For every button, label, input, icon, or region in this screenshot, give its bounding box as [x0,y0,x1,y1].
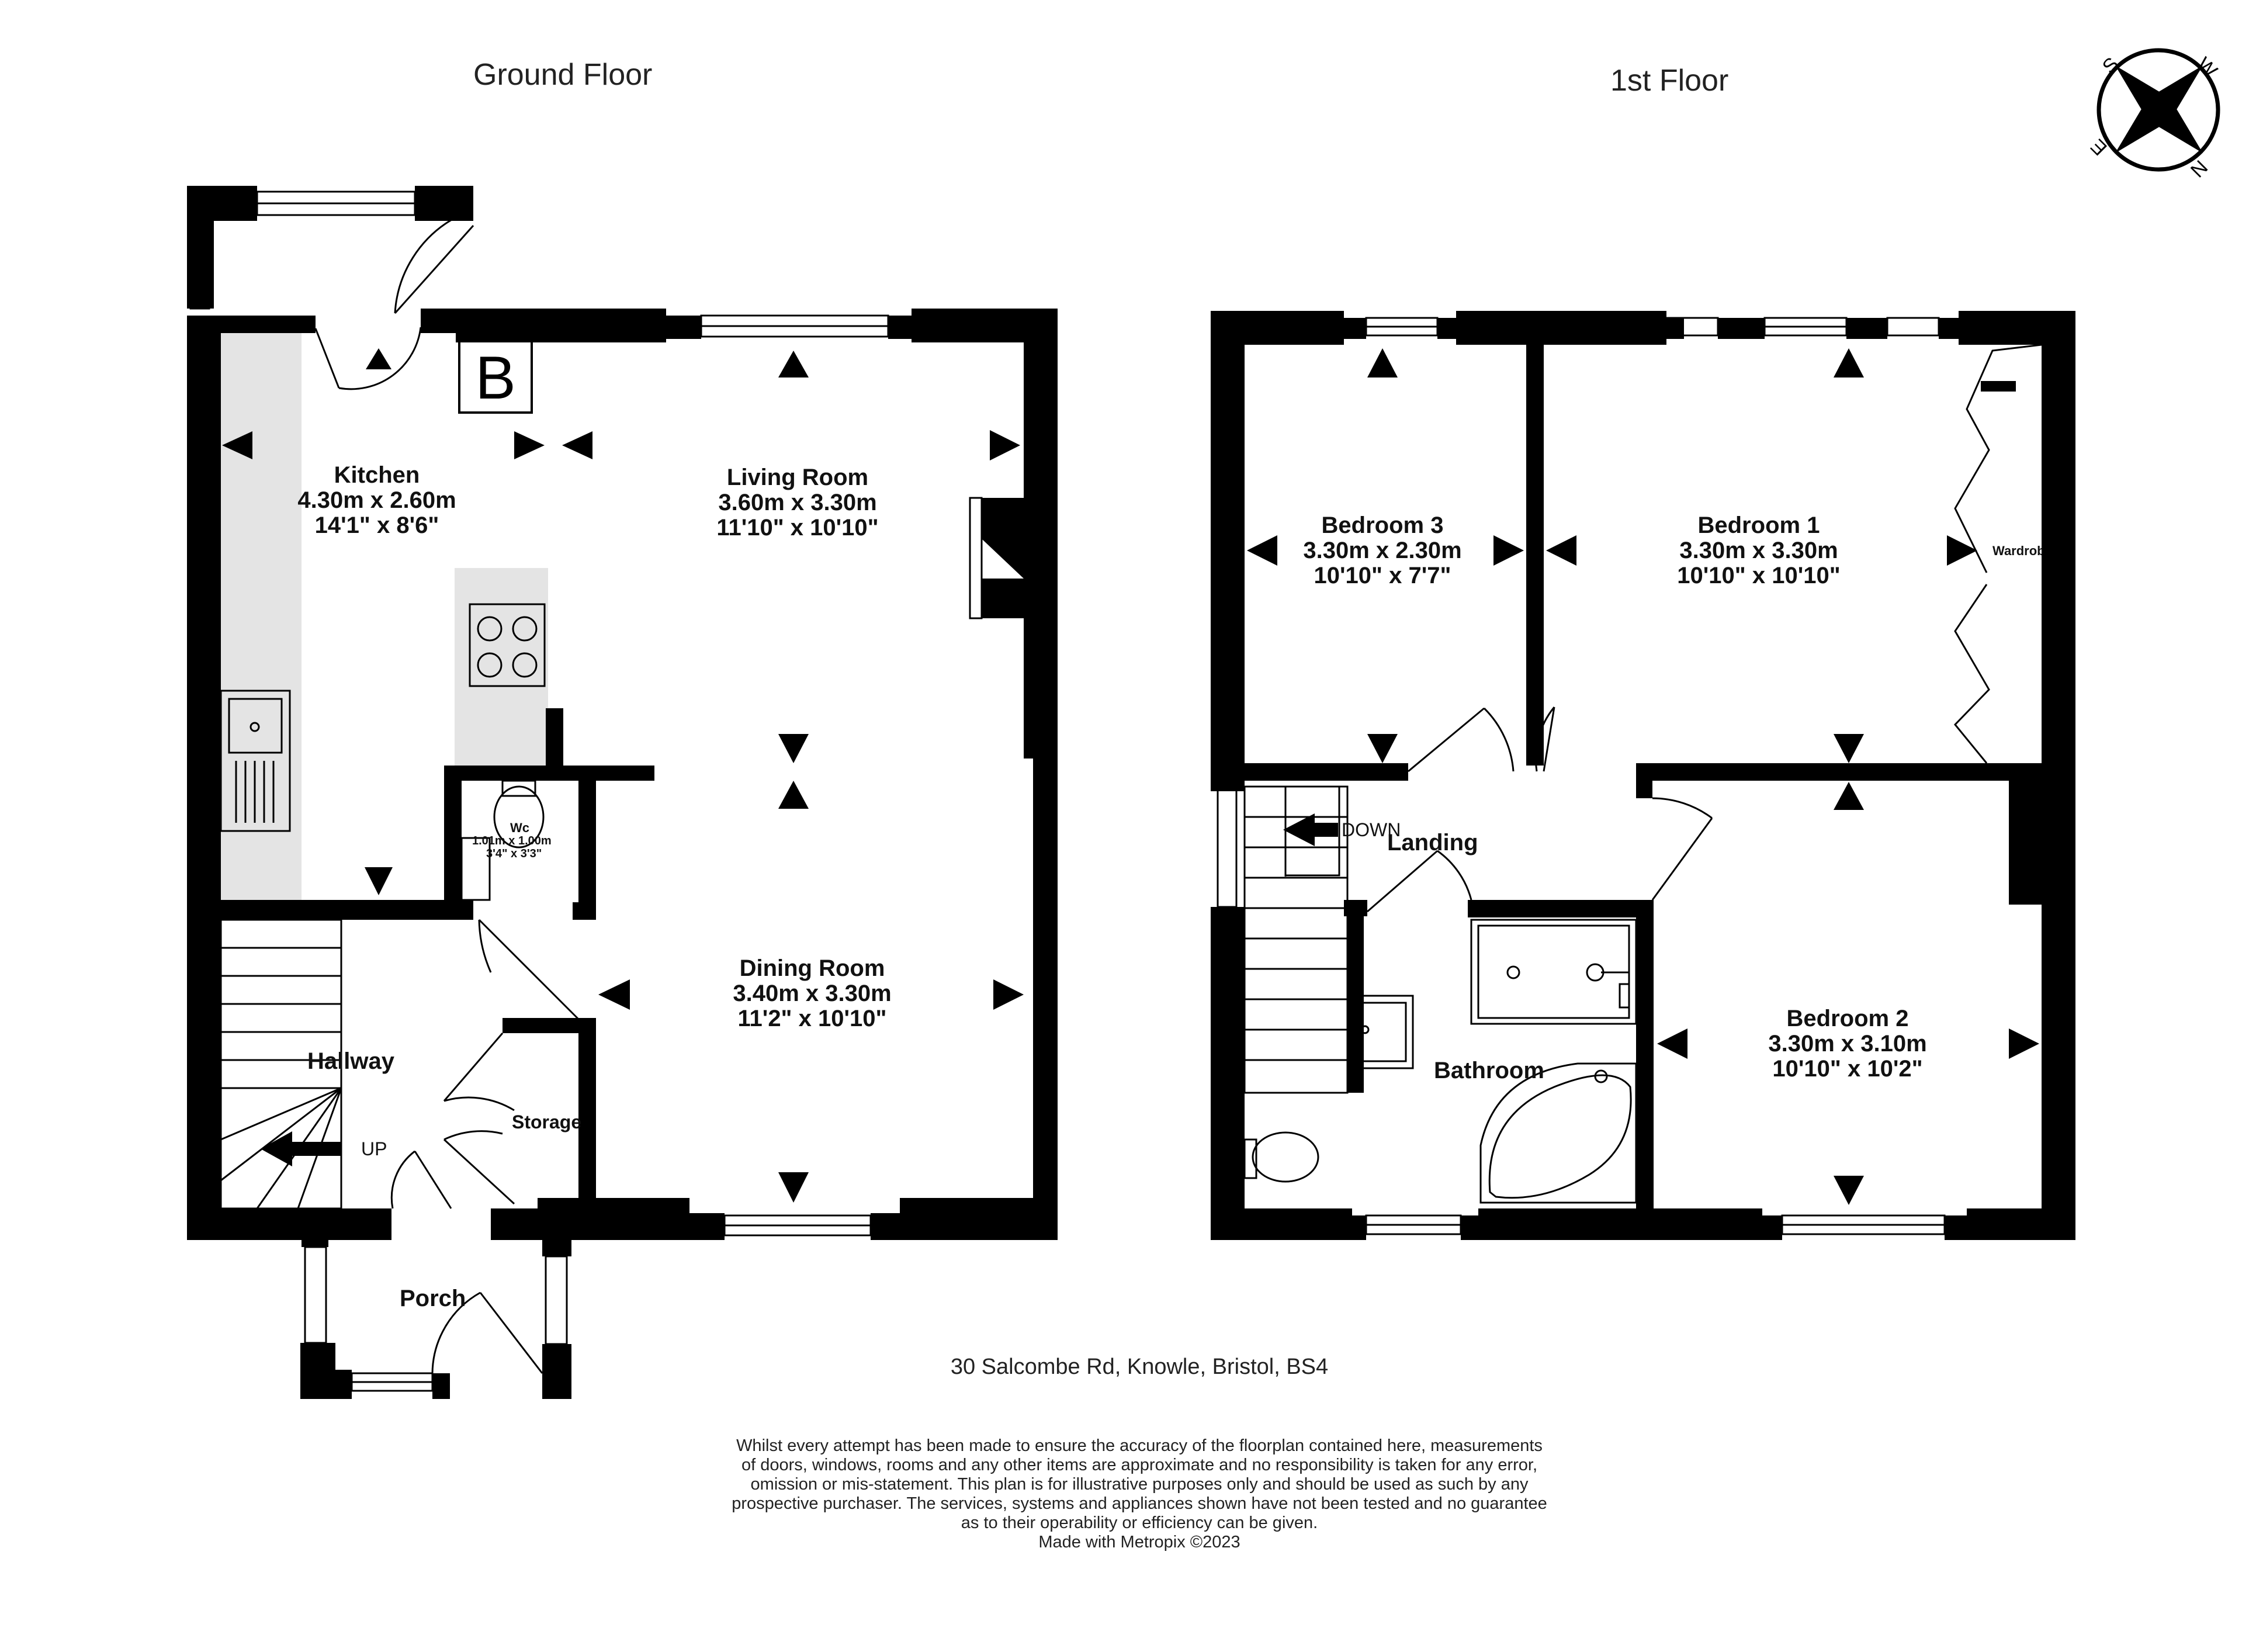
disclaimer-line: of doors, windows, rooms and any other i… [741,1456,1538,1475]
boiler-icon [458,340,533,414]
room-imperial: 10'10" x 7'7" [1314,563,1451,589]
room-name: Bedroom 3 [1321,512,1444,538]
label-landing: Landing [1387,830,1478,856]
ground-floor-doors [314,216,580,1374]
room-metric: 4.30m x 2.60m [297,487,456,514]
ground-floor [187,186,1058,1399]
room-metric: 3.30m x 2.30m [1303,538,1462,564]
room-imperial: 11'2" x 10'10" [737,1006,887,1032]
first-floor-title: 1st Floor [1610,64,1729,98]
stairs-first [1243,785,1349,1094]
corner-bath-icon [1479,1062,1637,1204]
label-wardrobe: Wardrob [1992,543,2042,558]
kitchen-sink-icon [220,690,291,832]
room-bedroom-3: Bedroom 3 3.30m x 2.30m 10'10" x 7'7" [1260,512,1505,589]
room-bedroom-1: Bedroom 1 3.30m x 3.30m 10'10" x 10'10" [1636,512,1881,589]
room-metric: 3.30m x 3.30m [1679,538,1838,564]
label-down: DOWN [1342,819,1401,840]
room-living-room: Living Room 3.60m x 3.30m 11'10" x 10'10… [666,465,929,541]
label-wc-imperial: 3'4" x 3'3" [486,847,542,860]
ground-floor-walls [187,186,1058,1399]
stairs-ground [220,919,342,1210]
label-bathroom: Bathroom [1434,1058,1544,1083]
bathroom-fixtures [1243,919,1637,1204]
room-dining-room: Dining Room 3.40m x 3.30m 11'2" x 10'10" [678,955,947,1032]
label-hallway: Hallway [307,1048,394,1074]
shower-tray-icon [1470,919,1637,1025]
property-address: 30 Salcombe Rd, Knowle, Bristol, BS4 [950,1355,1329,1379]
room-imperial: 10'10" x 10'10" [1677,563,1841,589]
room-kitchen: Kitchen 4.30m x 2.60m 14'1" x 8'6" [245,462,508,539]
disclaimer-line: Made with Metropix ©2023 [1038,1533,1240,1552]
first-floor-windows [1217,317,1946,1235]
ground-floor-view-arrows [222,348,1024,1203]
label-wc: Wc [510,820,529,835]
first-floor [1211,311,2075,1240]
room-metric: 3.60m x 3.30m [718,490,877,516]
ground-floor-windows [189,191,983,1392]
room-imperial: 14'1" x 8'6" [314,512,439,539]
kitchen-worktop [221,328,302,900]
wc-basin-icon [460,837,491,901]
disclaimer-line: prospective purchaser. The services, sys… [732,1494,1547,1514]
down-arrow-icon [1283,813,1338,846]
label-up: UP [361,1138,387,1159]
up-arrow-icon [261,1131,341,1166]
room-metric: 3.40m x 3.30m [733,981,892,1007]
room-imperial: 10'10" x 10'2" [1772,1056,1923,1082]
first-floor-walls [1211,311,2075,1240]
label-wc-metric: 1.01m x 1.00m [472,834,552,847]
room-bedroom-2: Bedroom 2 3.30m x 3.10m 10'10" x 10'2" [1725,1006,1970,1082]
disclaimer-line: omission or mis-statement. This plan is … [750,1475,1529,1494]
first-floor-view-arrows [1247,348,2039,1205]
ground-floor-title: Ground Floor [473,58,653,92]
room-imperial: 11'10" x 10'10" [716,515,879,541]
compass-letter: W [2192,53,2222,82]
room-name: Bedroom 1 [1697,512,1820,538]
room-name: Living Room [726,465,869,490]
room-metric: 3.30m x 3.10m [1768,1031,1927,1057]
boiler-letter: B [475,344,515,412]
hob-icon [469,603,546,687]
disclaimer: Whilst every attempt has been made to en… [689,1436,1589,1552]
label-storage: Storage [512,1111,582,1132]
toilet-icon [1252,1131,1319,1183]
disclaimer-line: as to their operability or efficiency ca… [961,1514,1318,1533]
room-name: Kitchen [334,462,420,488]
compass-rose-icon: S W N E [2087,48,2222,182]
compass-letter: S [2098,53,2123,78]
wc-toilet-icon [493,780,545,848]
disclaimer-line: Whilst every attempt has been made to en… [736,1436,1543,1455]
label-porch: Porch [400,1286,466,1311]
bathroom-basin-icon [1350,995,1414,1069]
first-floor-doors [1367,344,2042,913]
room-name: Dining Room [739,955,885,981]
room-name: Bedroom 2 [1786,1006,1909,1031]
